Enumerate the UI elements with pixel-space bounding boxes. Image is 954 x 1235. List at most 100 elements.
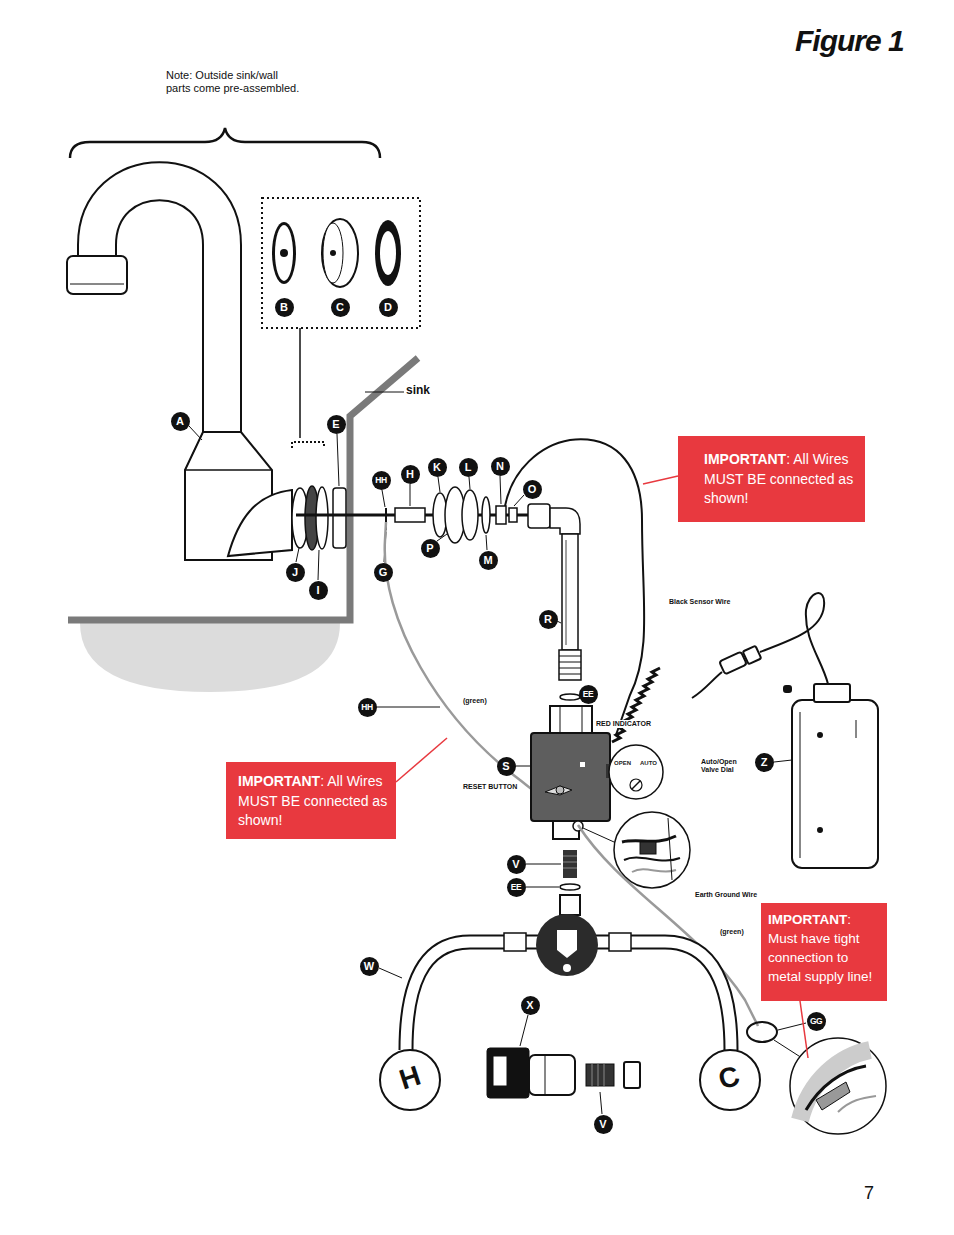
faucet-spout-part [97, 181, 222, 434]
mounting-hardware-part [559, 656, 581, 657]
leader-line-part [376, 707, 440, 708]
mounting-hardware-part [528, 504, 550, 528]
supply-valve-part [595, 942, 731, 1050]
leader-line-part [514, 495, 524, 506]
faucet-spout-part [185, 469, 272, 471]
solenoid-module-part [556, 786, 564, 794]
mounting-hardware-part [395, 508, 425, 522]
valve-dial-part [630, 779, 642, 791]
check-valve-part [493, 1056, 507, 1086]
battery-box-part [792, 700, 878, 868]
callout-letter: S [497, 757, 516, 776]
sink-part [80, 623, 340, 692]
solenoid-module-part [563, 850, 577, 878]
ground-clamp-part [790, 1038, 886, 1134]
check-valve-part [592, 1064, 593, 1086]
callout-letter: EE [579, 685, 598, 704]
leader-line-part [437, 534, 447, 541]
mounting-hardware-part [496, 506, 506, 524]
mounting-hardware [292, 486, 581, 700]
callout-letter: D [379, 298, 398, 317]
page-number: 7 [864, 1183, 874, 1204]
check-valve-part [586, 1064, 614, 1086]
mounting-hardware-part [462, 490, 478, 540]
callout-letter: G [374, 563, 393, 582]
callout-letter: H [401, 465, 420, 484]
mounting-hardware-part [562, 534, 578, 650]
supply-valve-part [536, 914, 598, 976]
callout-letter: X [521, 996, 540, 1015]
important-leader [396, 476, 808, 1058]
solenoid-module-part [560, 884, 580, 890]
loose-parts-box [262, 198, 420, 448]
supply-valve-part [504, 933, 526, 951]
leader-line-part [318, 550, 319, 580]
leader-line [189, 426, 806, 1114]
solenoid-module-part [563, 862, 577, 863]
important-leader-part [800, 1001, 808, 1058]
leader-line-part [520, 1015, 528, 1046]
loose-parts-box-part [272, 222, 296, 284]
sink-part [365, 392, 404, 393]
sink-part [68, 358, 418, 620]
check-valve-part [624, 1062, 640, 1088]
part-label: Earth Ground Wire [694, 891, 758, 899]
loose-parts-box-part [375, 220, 401, 286]
callout-letter: W [360, 957, 379, 976]
solenoid-module-part [563, 856, 577, 857]
callout-letter: J [286, 563, 305, 582]
callout-letter: E [327, 415, 346, 434]
callout-letter: L [459, 458, 478, 477]
ground-clamp-part [800, 1050, 870, 1120]
leader-line-part [557, 621, 561, 623]
ground-clamp-part [806, 1066, 866, 1110]
important-box: IMPORTANT: All Wires MUST BE connected a… [226, 762, 396, 839]
callout-letter: P [421, 539, 440, 558]
part-label: (green) [719, 928, 745, 936]
callout-letter: K [428, 458, 447, 477]
check-valve-part [487, 1048, 529, 1098]
supply-valve-part [560, 895, 580, 915]
callout-letter: I [309, 581, 328, 600]
ground-inset-part [624, 857, 680, 860]
dial-setting: AUTO [640, 760, 657, 767]
loose-parts-box-part [292, 442, 324, 448]
important-box: IMPORTANT: All Wires MUST BE connected a… [678, 436, 865, 522]
loose-parts-box-part [280, 249, 288, 257]
figure-title: Figure 1 [795, 24, 904, 58]
leader-line-part [600, 1092, 602, 1114]
callout-letter: B [275, 298, 294, 317]
battery-box-part [818, 828, 822, 832]
mounting-hardware-part [333, 488, 346, 548]
check-valve [487, 1048, 640, 1098]
callout-letter: O [523, 480, 542, 499]
supply-valve-part [406, 942, 540, 1050]
part-label: Black Sensor Wire [668, 598, 731, 606]
callout-letter: EE [507, 878, 526, 897]
solenoid-module-part [580, 762, 585, 767]
callout-letter: C [331, 298, 350, 317]
mounting-hardware-part [482, 497, 490, 533]
battery-box-part [800, 712, 801, 858]
supply-valve-part [557, 930, 577, 958]
leader-line-part [296, 548, 299, 562]
callout-letter: V [594, 1115, 613, 1134]
ground-clamp [747, 1022, 886, 1134]
battery-box-part [856, 720, 857, 738]
mounting-hardware-part [509, 508, 517, 522]
faucet-spout-part [97, 181, 222, 434]
callout-letter: M [479, 551, 498, 570]
battery-box-part [818, 733, 822, 737]
callout-letter: HH [372, 471, 391, 490]
ground-inset-part [622, 836, 676, 842]
ground-inset-part [640, 842, 656, 854]
assembly-note: Note: Outside sink/wall parts come pre-a… [166, 69, 301, 94]
battery-box [784, 684, 878, 868]
check-valve-part [598, 1064, 599, 1086]
callout-letter: R [539, 610, 558, 629]
warning-heading: IMPORTANT [238, 773, 320, 789]
mounting-hardware-part [559, 674, 581, 675]
mounting-hardware-part [566, 540, 567, 645]
battery-box-part [784, 686, 791, 692]
